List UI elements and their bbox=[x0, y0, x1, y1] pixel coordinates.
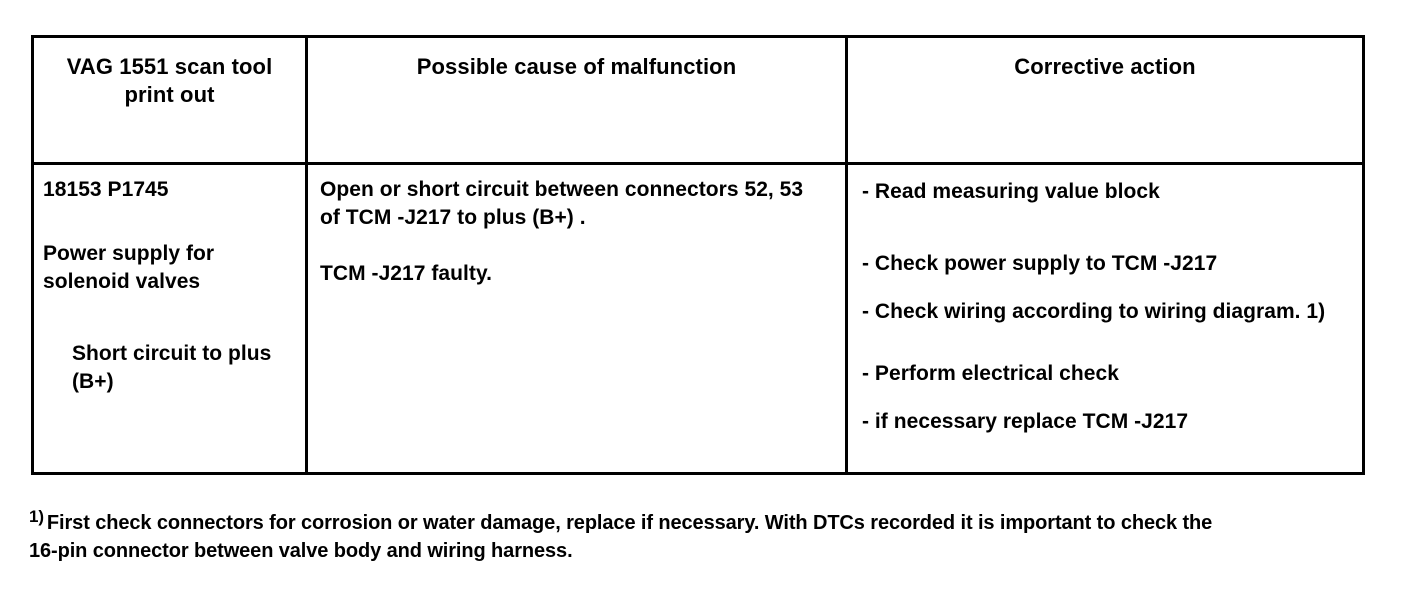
table-body: 18153 P1745 Power supply for solenoid va… bbox=[31, 162, 1365, 475]
spacer bbox=[43, 204, 293, 240]
action-item-5: - if necessary replace TCM -J217 bbox=[862, 409, 1189, 433]
dtc-description-line1: Power supply for bbox=[43, 241, 215, 265]
table-header-row: VAG 1551 scan tool print out Possible ca… bbox=[31, 35, 1365, 165]
footnote-line2: 16-pin connector between valve body and … bbox=[29, 540, 573, 563]
cause-paragraph1-line1: Open or short circuit between connectors… bbox=[320, 178, 804, 201]
column-header-cause-line1: Possible cause of malfunction bbox=[416, 54, 737, 79]
spacer bbox=[862, 388, 1350, 408]
footnote: 1)First check connectors for corrosion o… bbox=[29, 505, 1369, 566]
spacer bbox=[862, 326, 1350, 360]
table-header: VAG 1551 scan tool print out Possible ca… bbox=[31, 35, 1365, 165]
action-item-4: - Perform electrical check bbox=[862, 361, 1119, 385]
spacer bbox=[320, 232, 839, 260]
footnote-marker: 1) bbox=[29, 507, 44, 526]
dtc-condition-line1: Short circuit to plus bbox=[72, 341, 272, 365]
cause-paragraph1-line2: of TCM -J217 to plus (B+) . bbox=[320, 205, 586, 229]
spacer bbox=[862, 206, 1350, 250]
table-row: 18153 P1745 Power supply for solenoid va… bbox=[31, 162, 1365, 475]
cause-paragraph2-line1: TCM -J217 faulty. bbox=[320, 261, 492, 285]
cell-scan-tool: 18153 P1745 Power supply for solenoid va… bbox=[31, 162, 308, 475]
column-header-cause: Possible cause of malfunction bbox=[305, 35, 848, 165]
action-item-2: - Check power supply to TCM -J217 bbox=[862, 251, 1218, 275]
spacer bbox=[43, 296, 293, 340]
dtc-code: 18153 P1745 bbox=[43, 178, 169, 201]
action-item-1: - Read measuring value block bbox=[862, 180, 1160, 203]
dtc-condition-line2: (B+) bbox=[72, 369, 114, 393]
spacer bbox=[862, 278, 1350, 298]
dtc-table: VAG 1551 scan tool print out Possible ca… bbox=[31, 35, 1365, 475]
cell-cause: Open or short circuit between connectors… bbox=[305, 162, 848, 475]
cell-corrective-action: - Read measuring value block - Check pow… bbox=[845, 162, 1365, 475]
dtc-description-line2: solenoid valves bbox=[43, 269, 201, 293]
column-header-corrective-action: Corrective action bbox=[845, 35, 1365, 165]
column-header-corrective-action-line1: Corrective action bbox=[1014, 54, 1196, 79]
column-header-scan-tool-line1: VAG 1551 scan tool bbox=[66, 54, 273, 79]
footnote-line1: First check connectors for corrosion or … bbox=[46, 512, 1213, 534]
column-header-scan-tool-line2: print out bbox=[124, 81, 215, 107]
column-header-scan-tool: VAG 1551 scan tool print out bbox=[31, 35, 308, 165]
action-item-3: - Check wiring according to wiring diagr… bbox=[862, 299, 1326, 323]
